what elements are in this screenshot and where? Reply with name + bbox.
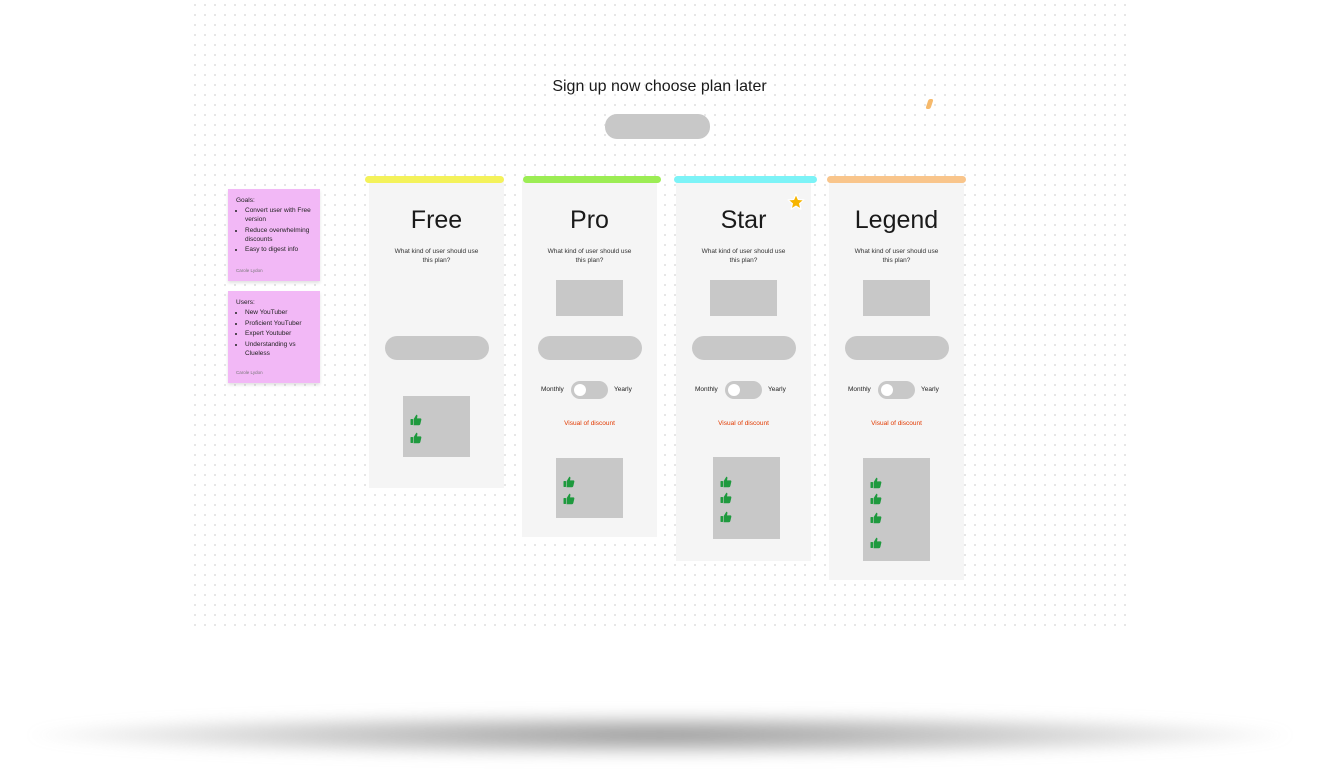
sticky-heading: Goals: <box>236 197 255 204</box>
sticky-note-goals[interactable]: Goals: Convert user with Free version Re… <box>228 189 320 281</box>
list-item: Proficient YouTuber <box>245 319 313 328</box>
feature-list-placeholder <box>713 457 780 539</box>
sticky-author: Carole Lydon <box>236 268 263 273</box>
discount-note: Visual of discount <box>718 420 769 427</box>
billing-toggle-row: Monthly Yearly <box>676 380 811 400</box>
select-plan-button-placeholder[interactable] <box>385 336 489 360</box>
list-item: Convert user with Free version <box>245 206 313 224</box>
monthly-label: Monthly <box>848 386 871 393</box>
discount-note: Visual of discount <box>564 420 615 427</box>
yearly-label: Yearly <box>614 386 632 393</box>
signup-button-placeholder[interactable] <box>605 114 710 139</box>
feature-list-placeholder <box>403 396 470 457</box>
plan-card-pro[interactable]: Pro What kind of user should use this pl… <box>522 176 661 537</box>
floor-shadow <box>30 712 1290 758</box>
plan-highlight <box>827 176 966 183</box>
image-placeholder <box>710 280 777 316</box>
list-item: Expert Youtuber <box>245 329 313 338</box>
plan-question: What kind of user should use this plan? <box>854 248 939 264</box>
plan-name: Free <box>410 206 463 234</box>
goals-list: Convert user with Free version Reduce ov… <box>236 206 313 254</box>
list-item: Easy to digest info <box>245 245 313 254</box>
thumbs-up-icon <box>410 414 422 426</box>
plan-card-legend[interactable]: Legend What kind of user should use this… <box>827 176 966 580</box>
billing-toggle-row: Monthly Yearly <box>522 380 657 400</box>
monthly-label: Monthly <box>695 386 718 393</box>
sticky-author: Carole Lydon <box>236 370 263 375</box>
billing-toggle[interactable] <box>571 381 608 399</box>
plan-name: Legend <box>854 206 939 234</box>
plan-card-star[interactable]: Star What kind of user should use this p… <box>674 176 817 561</box>
plan-highlight <box>365 176 504 183</box>
yearly-label: Yearly <box>768 386 786 393</box>
toggle-knob <box>574 384 586 396</box>
billing-toggle-row: Monthly Yearly <box>829 380 964 400</box>
page-title: Sign up now choose plan later <box>552 78 767 95</box>
thumbs-up-icon <box>870 537 882 549</box>
discount-note: Visual of discount <box>871 420 922 427</box>
plan-question: What kind of user should use this plan? <box>547 248 632 264</box>
image-placeholder <box>556 280 623 316</box>
thumbs-up-icon <box>410 432 422 444</box>
thumbs-up-icon <box>870 493 882 505</box>
sticky-note-users[interactable]: Users: New YouTuber Proficient YouTuber … <box>228 291 320 383</box>
thumbs-up-icon <box>720 511 732 523</box>
select-plan-button-placeholder[interactable] <box>845 336 949 360</box>
thumbs-up-icon <box>870 512 882 524</box>
billing-toggle[interactable] <box>725 381 762 399</box>
yearly-label: Yearly <box>921 386 939 393</box>
plan-card-free[interactable]: Free What kind of user should use this p… <box>365 176 504 488</box>
select-plan-button-placeholder[interactable] <box>538 336 642 360</box>
whiteboard-canvas[interactable] <box>190 0 1126 632</box>
feature-list-placeholder <box>863 458 930 561</box>
plan-name: Star <box>720 206 767 234</box>
thumbs-up-icon <box>563 476 575 488</box>
list-item: New YouTuber <box>245 308 313 317</box>
monthly-label: Monthly <box>541 386 564 393</box>
toggle-knob <box>881 384 893 396</box>
select-plan-button-placeholder[interactable] <box>692 336 796 360</box>
list-item: Reduce overwhelming discounts <box>245 226 313 244</box>
star-icon <box>787 193 805 210</box>
plan-question: What kind of user should use this plan? <box>701 248 786 264</box>
feature-list-placeholder <box>556 458 623 518</box>
list-item: Understanding vs Clueless <box>245 340 313 358</box>
billing-toggle[interactable] <box>878 381 915 399</box>
plan-highlight <box>523 176 661 183</box>
sticky-heading: Users: <box>236 299 255 306</box>
users-list: New YouTuber Proficient YouTuber Expert … <box>236 308 313 358</box>
plan-highlight <box>674 176 817 183</box>
thumbs-up-icon <box>720 476 732 488</box>
plan-question: What kind of user should use this plan? <box>394 248 479 264</box>
thumbs-up-icon <box>870 477 882 489</box>
image-placeholder <box>863 280 930 316</box>
plan-name: Pro <box>570 206 609 234</box>
thumbs-up-icon <box>720 492 732 504</box>
toggle-knob <box>728 384 740 396</box>
thumbs-up-icon <box>563 493 575 505</box>
